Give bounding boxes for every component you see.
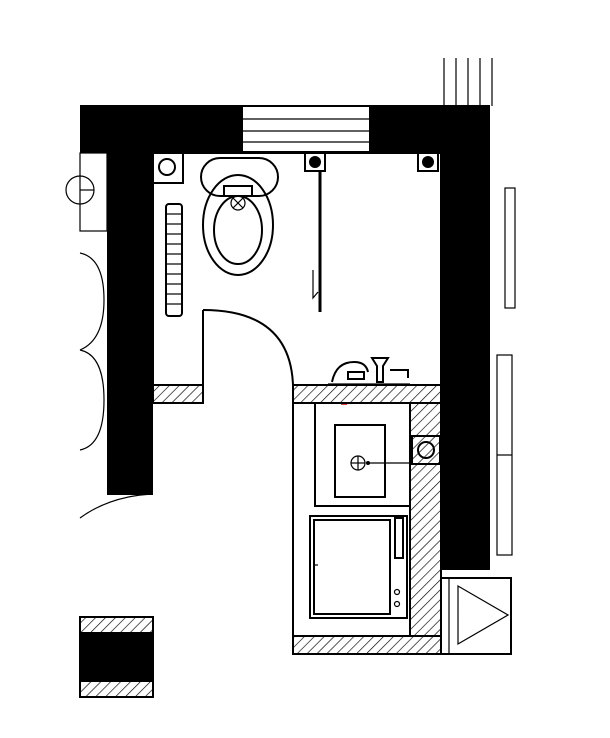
adjacent-room-furniture <box>65 152 154 519</box>
floor-drain-2-icon <box>411 435 441 465</box>
washing-machine-icon <box>309 515 408 619</box>
walls <box>80 105 490 570</box>
floor-drain-icon <box>152 152 184 184</box>
adjacent-room-right <box>496 187 516 556</box>
partition-walls <box>79 310 442 698</box>
stair-arrow-icon <box>440 577 512 655</box>
heated-towel-rack-icon <box>165 203 183 317</box>
toilet-icon <box>200 157 279 276</box>
sink-icon <box>292 402 411 636</box>
door-swing-icon <box>202 309 294 386</box>
window-icon <box>241 105 371 153</box>
shower-screen-icon <box>312 172 322 312</box>
balcony-railing <box>443 58 493 106</box>
faucet-icon <box>328 357 410 385</box>
room-outline <box>152 152 442 385</box>
shower-head-icon <box>304 152 439 172</box>
